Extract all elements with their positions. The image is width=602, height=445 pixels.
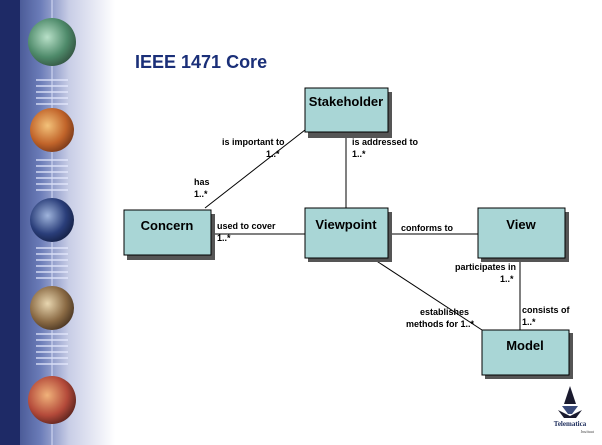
edge-label-is-important-to: is important to: [222, 137, 285, 147]
edge-label-establishes: establishes: [420, 307, 469, 317]
edge-label-addressed-multiplicity: 1..*: [352, 149, 366, 159]
edge-label-consists-multiplicity: 1..*: [522, 317, 536, 327]
edge-concern-stakeholder: [204, 129, 306, 209]
decorative-sidebar: [0, 0, 115, 445]
logo-text: Telematica: [554, 420, 587, 428]
telematica-emblem-icon: [558, 386, 582, 418]
edge-label-consists-of: consists of: [522, 305, 571, 315]
edge-label-cover-multiplicity: 1..*: [217, 233, 231, 243]
edge-label-methods-for: methods for 1..*: [406, 319, 475, 329]
node-label-viewpoint: Viewpoint: [315, 217, 377, 232]
node-viewpoint: [304, 207, 389, 259]
telematica-logo: Telematica Instituut: [554, 386, 595, 434]
slide-title: IEEE 1471 Core: [135, 52, 268, 72]
node-stakeholder: [304, 87, 389, 133]
edge-viewpoint-model: [371, 257, 483, 331]
node-view: [477, 207, 566, 259]
edge-label-participates-in: participates in: [455, 262, 516, 272]
edge-label-has-multiplicity: 1..*: [194, 189, 208, 199]
edge-label-important-multiplicity: 1..*: [266, 149, 280, 159]
edge-label-conforms-to: conforms to: [401, 223, 454, 233]
logo-subtext: Instituut: [580, 429, 595, 434]
node-label-model: Model: [506, 338, 544, 353]
node-label-concern: Concern: [141, 218, 194, 233]
node-label-stakeholder: Stakeholder: [309, 94, 383, 109]
edge-label-participates-multiplicity: 1..*: [500, 274, 514, 284]
edge-label-used-to-cover: used to cover: [217, 221, 276, 231]
node-model: [481, 329, 570, 376]
edge-label-has: has: [194, 177, 210, 187]
edge-label-is-addressed-to: is addressed to: [352, 137, 419, 147]
node-concern: [123, 209, 212, 256]
node-label-view: View: [506, 217, 536, 232]
